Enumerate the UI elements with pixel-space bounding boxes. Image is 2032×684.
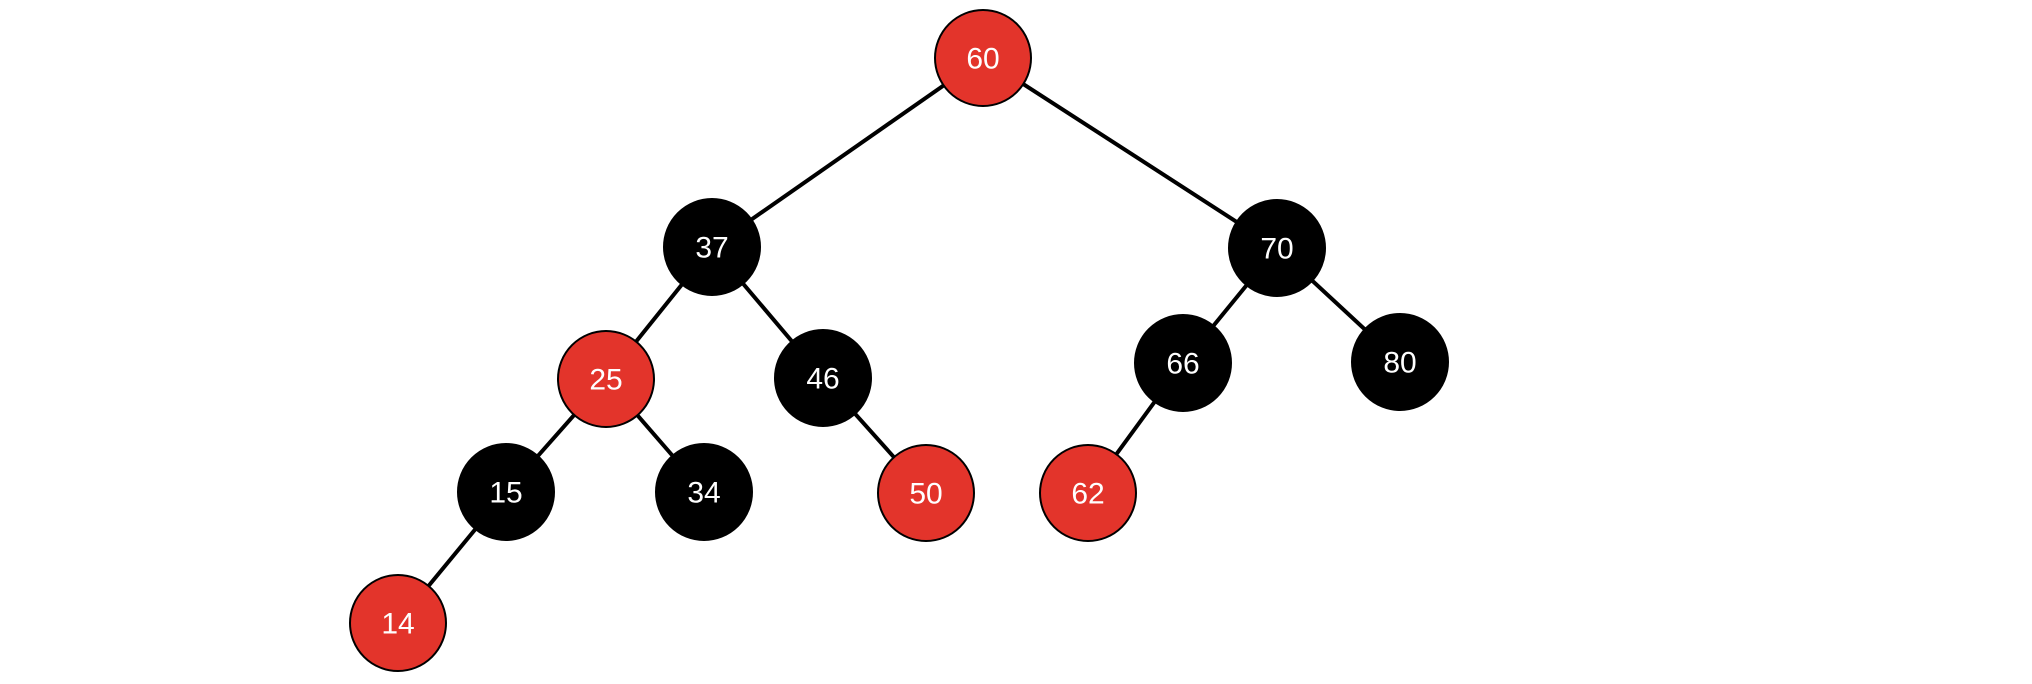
tree-edge-60-70 xyxy=(981,56,1279,250)
tree-node-46: 46 xyxy=(774,329,872,427)
tree-node-circle-red xyxy=(349,574,447,672)
tree-node-66: 66 xyxy=(1134,314,1232,412)
tree-node-circle-red xyxy=(877,444,975,542)
tree-node-70: 70 xyxy=(1228,199,1326,297)
tree-node-34: 34 xyxy=(655,443,753,541)
tree-node-circle-black xyxy=(457,443,555,541)
tree-node-circle-black xyxy=(663,198,761,296)
tree-node-15: 15 xyxy=(457,443,555,541)
tree-edge-60-37 xyxy=(710,56,985,249)
tree-node-circle-black xyxy=(774,329,872,427)
tree-node-50: 50 xyxy=(877,444,975,542)
tree-node-circle-red xyxy=(1039,444,1137,542)
tree-node-80: 80 xyxy=(1351,313,1449,411)
tree-node-circle-red xyxy=(557,330,655,428)
tree-node-circle-black xyxy=(1351,313,1449,411)
tree-node-circle-black xyxy=(1228,199,1326,297)
tree-node-37: 37 xyxy=(663,198,761,296)
tree-node-25: 25 xyxy=(557,330,655,428)
tree-node-circle-black xyxy=(1134,314,1232,412)
tree-node-circle-black xyxy=(655,443,753,541)
tree-node-circle-red xyxy=(934,9,1032,107)
tree-node-60: 60 xyxy=(934,9,1032,107)
tree-node-62: 62 xyxy=(1039,444,1137,542)
tree-node-14: 14 xyxy=(349,574,447,672)
